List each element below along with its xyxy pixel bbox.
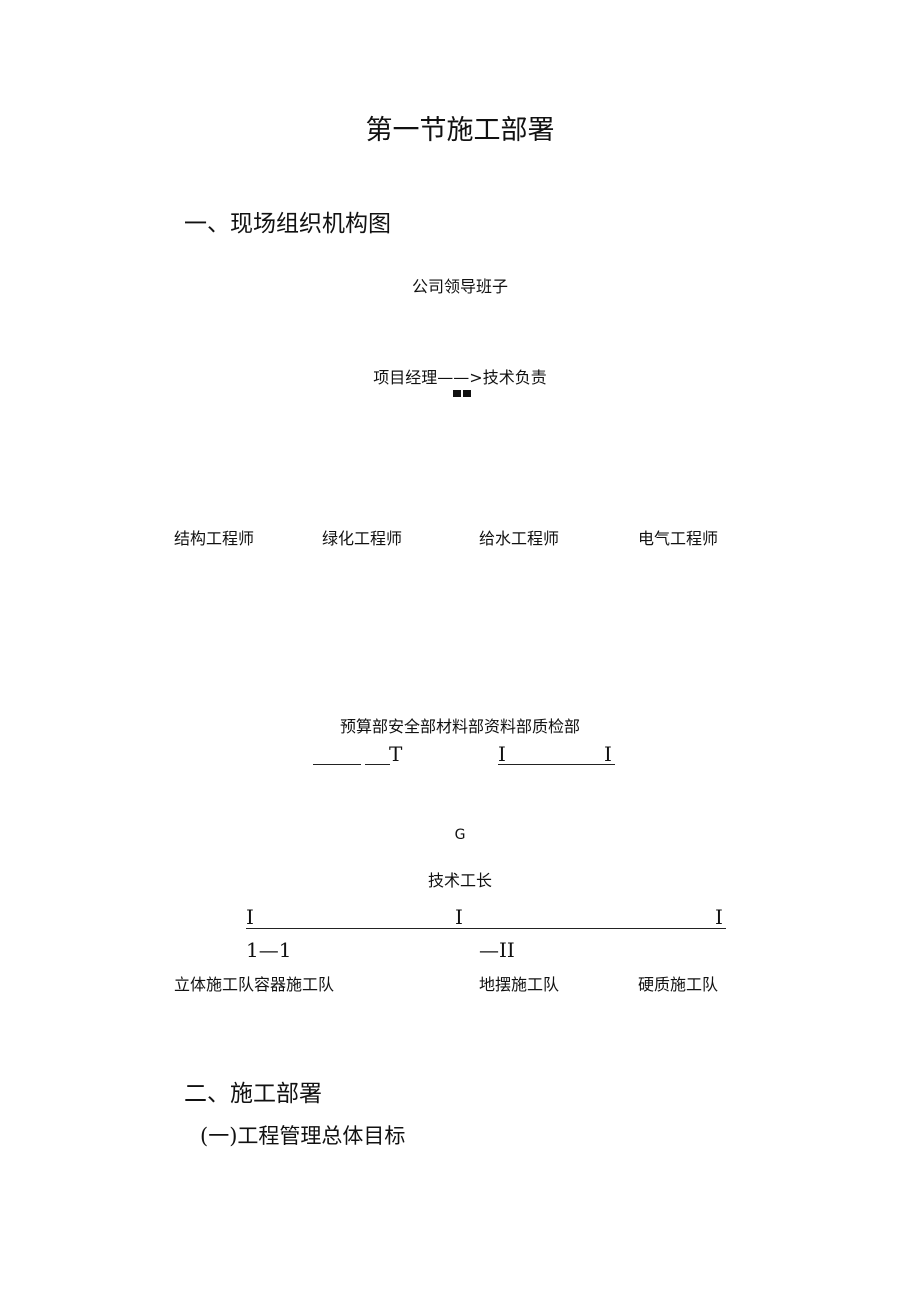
org-node-hardscape-team: 硬质施工队 (638, 975, 719, 994)
connector-mark: I (246, 905, 254, 929)
connector-mark: T (389, 742, 403, 766)
org-node-teams-left: 立体施工队容器施工队 (174, 975, 335, 994)
section-heading-org-chart: 一、现场组织机构图 (184, 211, 391, 237)
org-node-water-engineer: 给水工程师 (479, 529, 560, 548)
marker-square (463, 390, 471, 397)
connector-mark: I (715, 905, 723, 929)
section-heading-deployment: 二、施工部署 (184, 1081, 322, 1107)
connector-mark-g: G (454, 827, 466, 843)
connector-line (365, 764, 390, 765)
org-node-landscape-engineer: 绿化工程师 (322, 529, 403, 548)
connector-mark: I (455, 905, 463, 929)
page-title: 第一节施工部署 (365, 115, 555, 146)
org-node-technical-foreman: 技术工长 (427, 871, 492, 890)
subsection-heading-goals: (一)工程管理总体目标 (200, 1124, 406, 1148)
connector-mark: 1—1 (246, 938, 292, 962)
org-node-company-leadership: 公司领导班子 (411, 277, 508, 296)
connector-mark: I (604, 742, 612, 766)
org-node-manager-row: 项目经理——>技术负责 (373, 368, 547, 387)
connector-line (498, 764, 615, 765)
marker-square (453, 390, 461, 397)
org-node-departments: 预算部安全部材料部资料部质检部 (339, 717, 580, 736)
connector-mark: I (498, 742, 506, 766)
org-node-ground-team: 地摆施工队 (479, 975, 560, 994)
org-node-electrical-engineer: 电气工程师 (638, 529, 719, 548)
connector-mark: —II (479, 938, 515, 962)
connector-line (313, 764, 361, 765)
connector-line (246, 928, 726, 929)
org-node-structural-engineer: 结构工程师 (174, 529, 255, 548)
